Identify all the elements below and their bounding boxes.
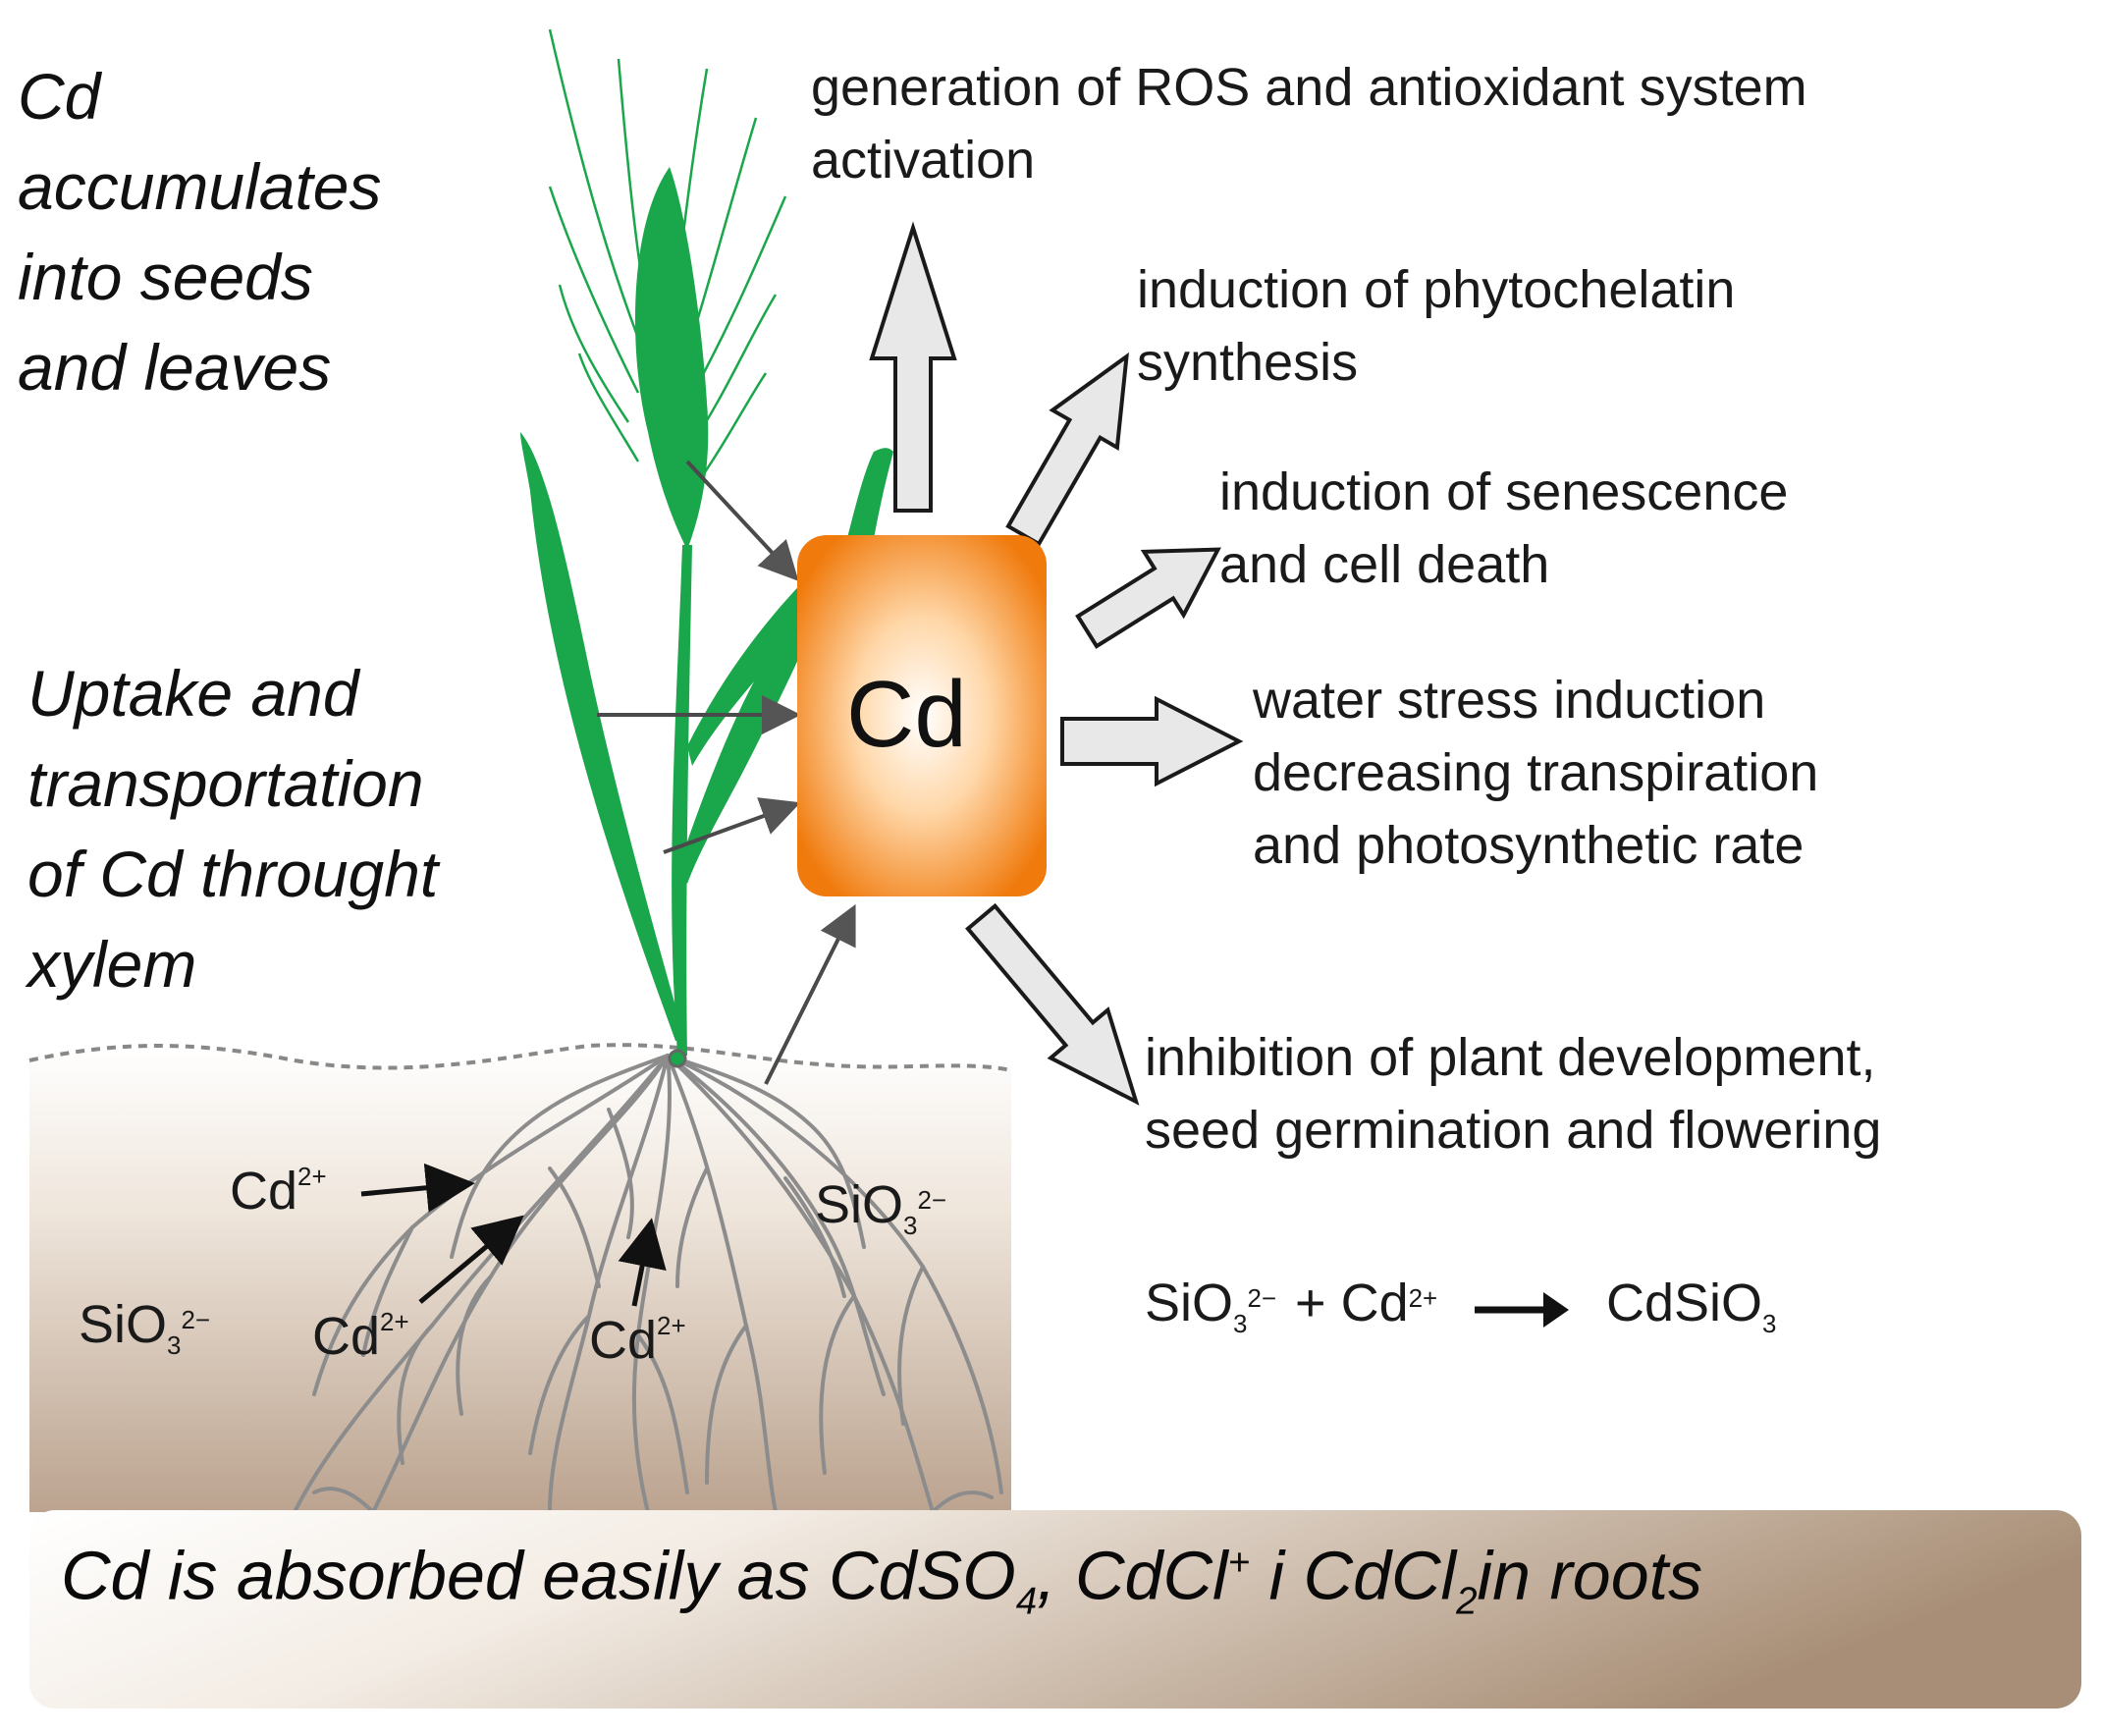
effect-inhibition: inhibition of plant development, seed ge… [1145,1028,1882,1160]
plant [520,28,893,1068]
effect-water-stress: water stress induction decreasing transp… [1253,671,1819,875]
cd-box [797,535,1047,896]
effect-arrows [869,221,1244,1106]
roots [293,1054,1003,1514]
banner-text: Cd is absorbed easily as CdSO4, CdCl+ i … [61,1537,1703,1623]
ion-cd-1: Cd2+ [230,1162,327,1221]
soil-region [28,1043,1012,1512]
uptake-arrows [597,460,856,1085]
effect-ros: generation of ROS and antioxidant system… [811,58,1807,190]
ion-sio3-left: SiO32− [79,1295,210,1360]
ion-cd-2: Cd2+ [312,1307,409,1366]
ion-cd-3: Cd2+ [589,1311,686,1370]
soil-arrows [360,1163,667,1307]
effect-phytochelatin: induction of phytochelatin synthesis [1137,260,1736,392]
accumulation-label: Cd accumulates into seeds and leaves [18,60,382,404]
banner-background [29,1510,2081,1709]
reaction-product: CdSiO3 [1606,1274,1777,1338]
reaction-equation: SiO32− + Cd2+ [1145,1274,1438,1338]
effect-senescence: induction of senescence and cell death [1219,462,1789,594]
ion-sio3-right: SiO32− [815,1175,946,1240]
cd-center-label: Cd [846,662,967,767]
equation-arrow [1475,1292,1569,1328]
uptake-label: Uptake and transportation of Cd throught… [27,657,439,1001]
